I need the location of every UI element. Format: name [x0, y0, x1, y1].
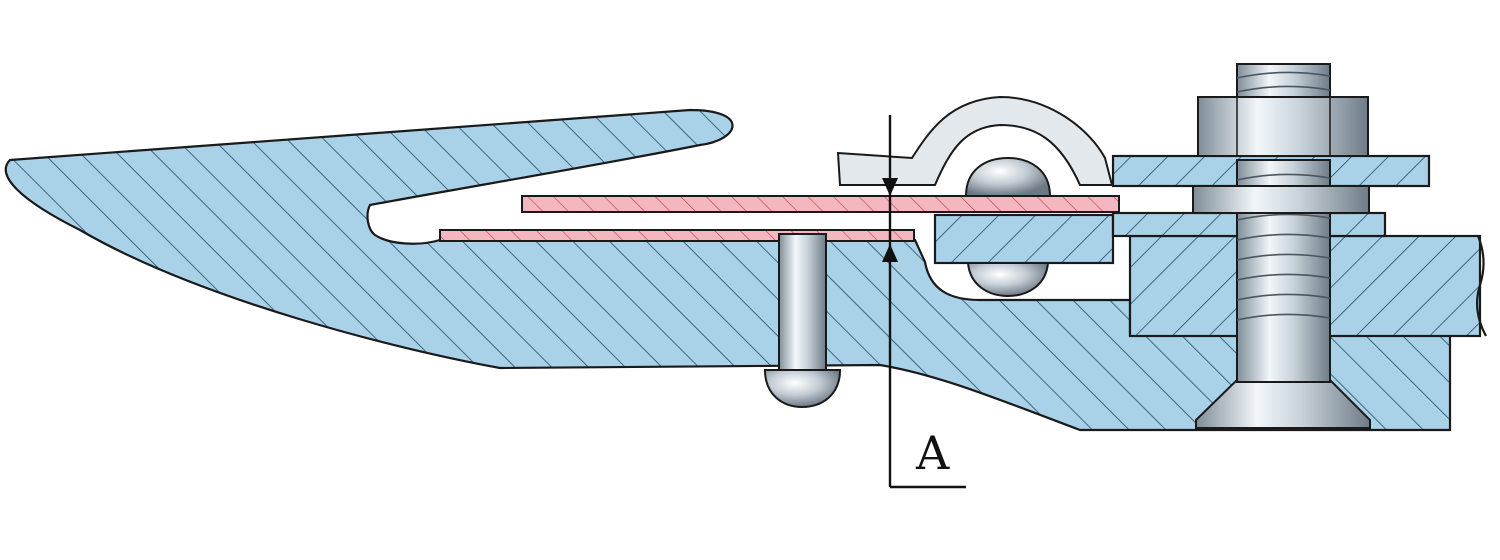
upper-contact-strip: [521, 195, 1120, 213]
upper-ball: [964, 156, 1052, 197]
washer: [1192, 185, 1370, 214]
dimension-A: [882, 115, 966, 489]
nut: [1197, 96, 1369, 157]
rivet-shank: [778, 233, 827, 371]
lower-ball: [966, 262, 1050, 298]
lower-contact-strip: [439, 229, 915, 242]
base-block-break-edge: [1475, 235, 1487, 337]
inner-block: [933, 213, 1115, 265]
section-label: A: [916, 426, 950, 480]
rivet-head: [763, 369, 842, 409]
bolt-tip: [1236, 63, 1331, 98]
main-contact-body: [4, 108, 1452, 432]
spring-clip: [836, 95, 1114, 186]
